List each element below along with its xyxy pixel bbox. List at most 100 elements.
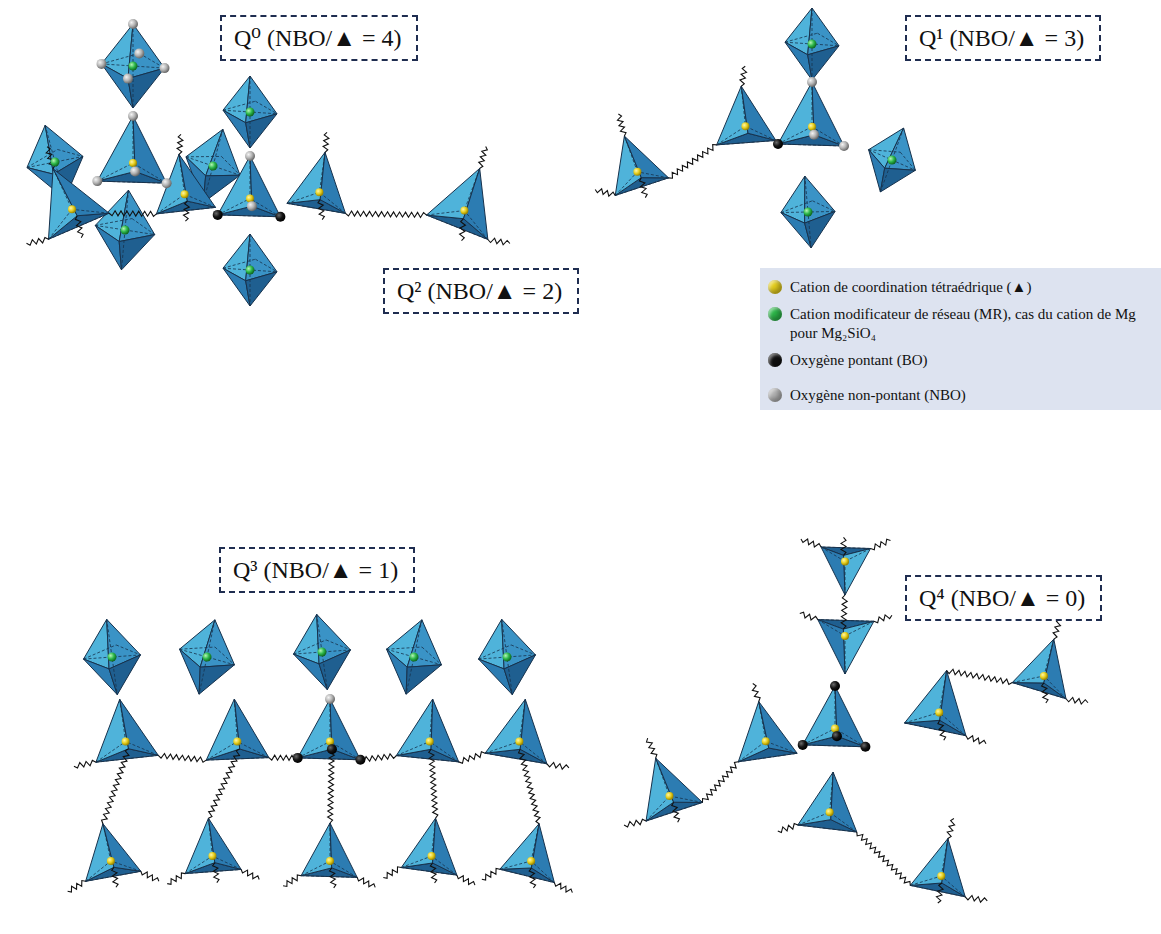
octahedron xyxy=(785,8,839,80)
non-bridging-oxygen xyxy=(809,130,819,140)
hidden-edge xyxy=(502,619,513,694)
bond-squiggle xyxy=(68,881,86,893)
octa-face xyxy=(785,42,812,80)
bridging-oxygen xyxy=(355,755,365,765)
hidden-edge xyxy=(430,699,433,741)
hidden-edge xyxy=(116,645,140,655)
tetrahedral-cation xyxy=(937,872,945,880)
hidden-edge xyxy=(86,861,111,881)
tetra-face xyxy=(821,547,845,595)
bond-squiggle xyxy=(778,824,798,833)
hidden-edge xyxy=(1044,676,1066,699)
bridging-oxygen xyxy=(860,742,870,752)
modifier-cation xyxy=(888,156,897,165)
hidden-edge xyxy=(53,169,72,210)
modifier-cation xyxy=(410,653,419,662)
legend-entry: Cation modificateur de réseau (MR), cas … xyxy=(766,305,1155,343)
bond-squiggle xyxy=(430,863,436,883)
bond-squiggle xyxy=(647,738,657,758)
hidden-edge xyxy=(72,209,109,213)
bond-squiggle xyxy=(283,875,301,887)
bond-squiggle xyxy=(947,669,1013,684)
hidden-edge xyxy=(759,702,766,742)
bond-squiggle xyxy=(346,211,427,217)
hidden-edge xyxy=(401,856,431,868)
bond-squiggle xyxy=(141,871,159,881)
tetra-face xyxy=(798,772,833,825)
tetrahedron xyxy=(905,671,966,736)
non-bridging-oxygen xyxy=(130,166,140,176)
octahedron xyxy=(781,176,835,248)
hidden-edge xyxy=(464,211,488,240)
bond-squiggle xyxy=(488,238,510,245)
hidden-edge xyxy=(186,156,221,157)
octa-face xyxy=(206,129,240,176)
bond-squiggle xyxy=(547,762,569,769)
hidden-edge xyxy=(880,128,903,192)
modifier-cation xyxy=(108,653,117,662)
hidden-edge xyxy=(427,215,488,239)
hidden-edge xyxy=(845,621,874,636)
hidden-edge xyxy=(218,199,250,215)
tetra-face xyxy=(942,839,965,897)
hidden-edge xyxy=(406,620,422,694)
hidden-edge xyxy=(180,649,235,665)
hidden-edge xyxy=(656,758,670,796)
hidden-edge xyxy=(301,861,330,876)
non-bridging-oxygen xyxy=(247,201,257,211)
tetra-face xyxy=(301,823,332,876)
hidden-edge xyxy=(803,729,835,745)
bond-squiggle xyxy=(167,873,185,885)
tetra-face xyxy=(320,152,345,213)
modifier-cation xyxy=(808,40,817,49)
octa-face xyxy=(387,649,408,694)
hidden-edge xyxy=(287,192,319,203)
q-species-label-box: Q³ (NBO/▲ = 1) xyxy=(219,547,415,593)
modifier-cation xyxy=(129,62,138,71)
bond-squiggle xyxy=(177,134,183,154)
hidden-edge xyxy=(835,686,836,729)
tetrahedron xyxy=(427,168,488,239)
legend-entry: Cation de coordination tétraédrique (▲) xyxy=(766,278,1155,297)
bond-squiggle xyxy=(357,877,375,887)
hidden-edge xyxy=(738,741,765,762)
modifier-cation xyxy=(51,158,60,167)
q-species-label: Q⁰ (NBO/▲ = 4) xyxy=(234,22,404,54)
bond-squiggle xyxy=(857,832,910,885)
hidden-edge xyxy=(427,211,465,216)
tetrahedron xyxy=(86,824,141,882)
tetrahedral-cation xyxy=(460,207,468,215)
hidden-edge xyxy=(387,647,422,649)
hidden-edge xyxy=(717,140,776,144)
q-species-label: Q¹ (NBO/▲ = 3) xyxy=(919,22,1087,54)
hidden-edge xyxy=(464,168,479,210)
tetra-face xyxy=(218,156,252,215)
tetrahedral-cation xyxy=(315,188,323,196)
bond-squiggle xyxy=(702,762,738,803)
bond-squiggle xyxy=(801,539,821,547)
tetra-face xyxy=(206,699,240,760)
bond-squiggle xyxy=(323,132,329,152)
bond-squiggle xyxy=(75,216,83,238)
bond-squiggle xyxy=(460,219,466,241)
tetrahedral-cation xyxy=(515,738,523,746)
tetrahedron xyxy=(401,818,457,875)
q-species-label: Q³ (NBO/▲ = 1) xyxy=(233,554,401,586)
hidden-edge xyxy=(206,758,269,760)
legend-text: Oxygène non-pontant (NBO) xyxy=(790,386,966,405)
tetrahedral-cation xyxy=(181,190,189,198)
non-bridging-oxygen xyxy=(162,178,172,188)
tetra-face xyxy=(1044,639,1066,699)
octahedron xyxy=(223,234,277,306)
bond-squiggle xyxy=(874,615,892,623)
hidden-edge xyxy=(48,213,109,239)
hidden-edge xyxy=(208,818,212,856)
octa-face xyxy=(200,620,234,667)
hidden-edge xyxy=(845,549,871,562)
tetrahedral-cation xyxy=(68,205,76,213)
bond-squiggle xyxy=(158,753,206,762)
bond-squiggle xyxy=(669,145,717,179)
hidden-edge xyxy=(803,745,866,747)
tetra-face xyxy=(803,686,837,745)
